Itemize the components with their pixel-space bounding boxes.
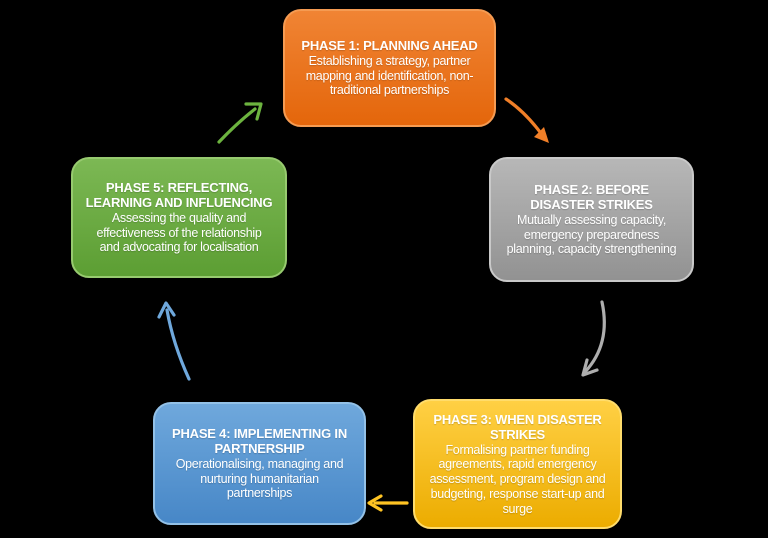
- phase-5-description: Assessing the quality and effectiveness …: [96, 210, 262, 255]
- arrow-phase3-to-phase4: [367, 494, 409, 512]
- phase-3-title: PHASE 3: WHEN DISASTER STRIKES: [433, 411, 602, 442]
- arrow-phase2-to-phase3: [581, 300, 606, 377]
- phase-4-description: Operationalising, managing and nurturing…: [175, 456, 344, 501]
- arrow-phase4-to-phase5: [157, 301, 191, 381]
- phase-2-description: Mutually assessing capacity, emergency p…: [506, 212, 677, 257]
- phase-5-box: PHASE 5: REFLECTING, LEARNING AND INFLUE…: [71, 157, 287, 278]
- phase-1-description: Establishing a strategy, partner mapping…: [305, 53, 474, 98]
- phase-2-title: PHASE 2: BEFORE DISASTER STRIKES: [530, 181, 653, 212]
- phase-2-box: PHASE 2: BEFORE DISASTER STRIKES Mutuall…: [489, 157, 694, 282]
- phase-4-title: PHASE 4: IMPLEMENTING IN PARTNERSHIP: [171, 425, 348, 456]
- arrow-phase5-to-phase1: [217, 102, 263, 144]
- phase-1-title: PHASE 1: PLANNING AHEAD: [301, 37, 478, 53]
- phase-3-description: Formalising partner funding agreements, …: [429, 442, 606, 516]
- phase-3-box: PHASE 3: WHEN DISASTER STRIKES Formalisi…: [413, 399, 622, 529]
- phase-1-box: PHASE 1: PLANNING AHEAD Establishing a s…: [283, 9, 496, 127]
- arrow-phase1-to-phase2: [504, 97, 549, 143]
- phase-5-title: PHASE 5: REFLECTING, LEARNING AND INFLUE…: [85, 179, 273, 210]
- phase-4-box: PHASE 4: IMPLEMENTING IN PARTNERSHIP Ope…: [153, 402, 366, 525]
